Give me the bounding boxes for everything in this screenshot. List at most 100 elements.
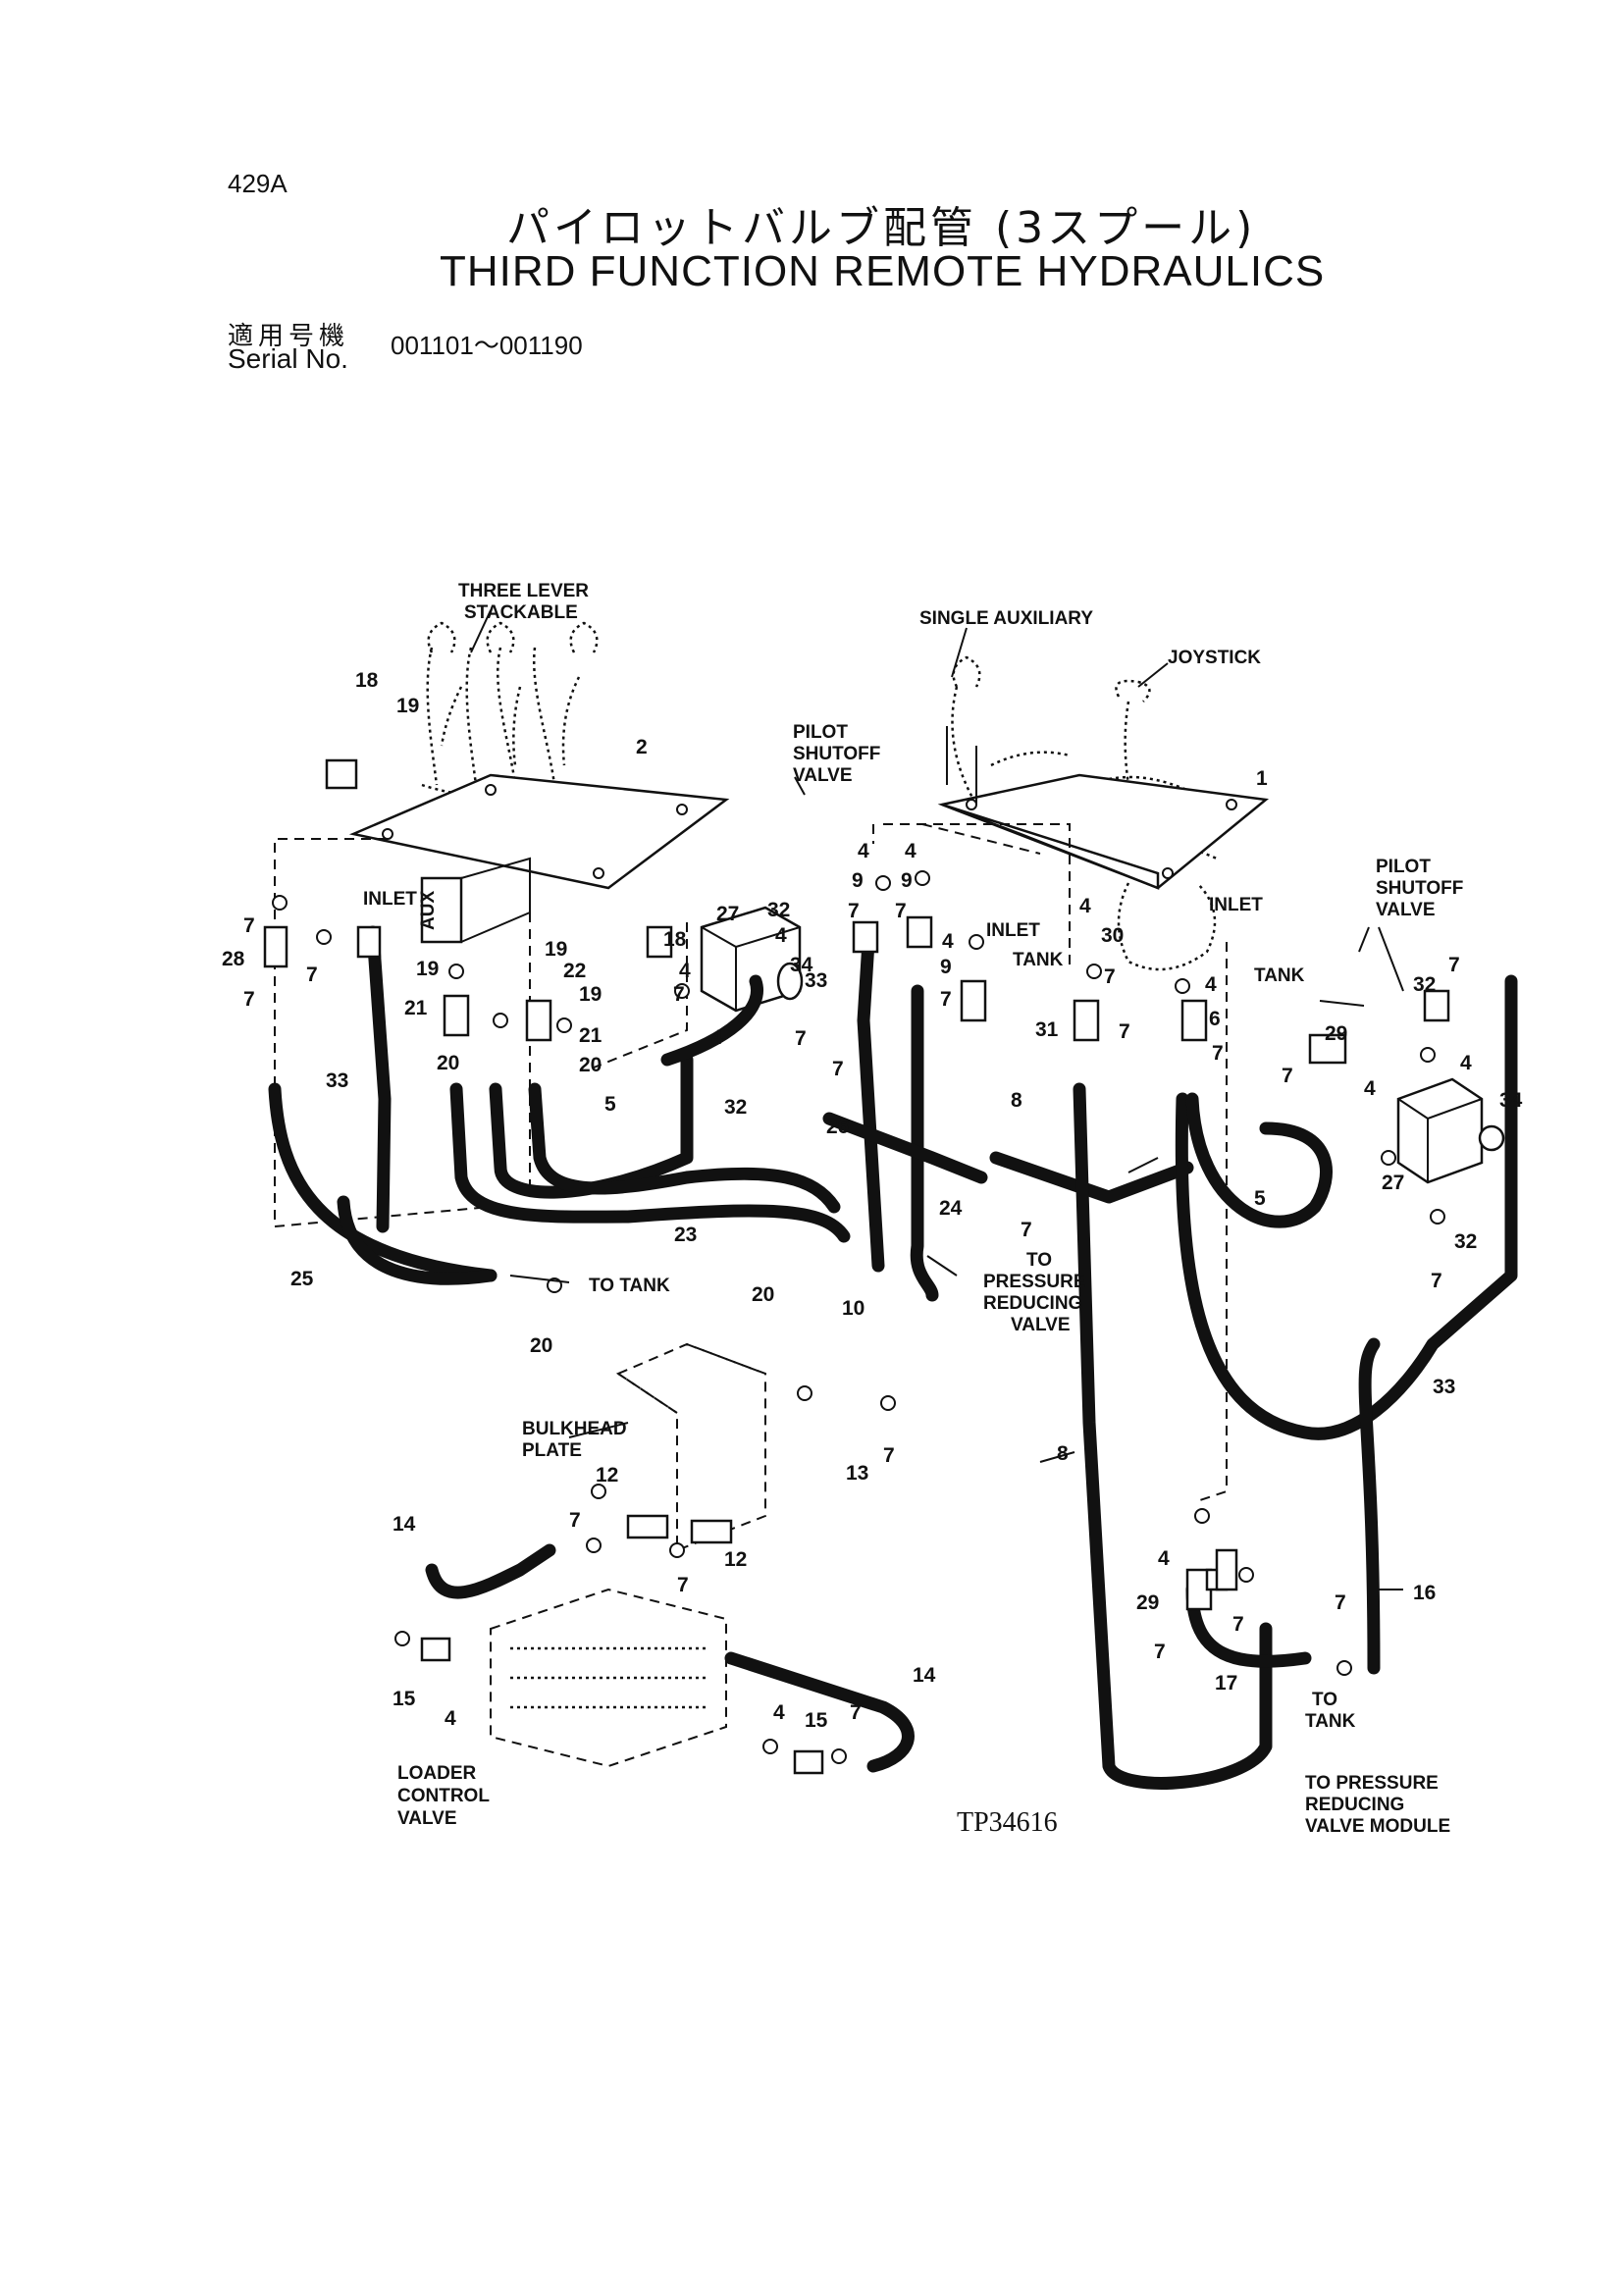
label-tank-center: TANK bbox=[1013, 950, 1064, 970]
part-number: 4 bbox=[773, 1701, 785, 1724]
part-number: 24 bbox=[939, 1197, 963, 1220]
part-number: 7 bbox=[832, 1058, 844, 1080]
title-japanese: パイロットバルブ配管 (3スプール) bbox=[506, 203, 1257, 253]
part-number: 7 bbox=[1335, 1591, 1346, 1614]
part-number: 4 bbox=[1205, 973, 1217, 996]
part-number: 9 bbox=[852, 869, 864, 892]
part-number: 10 bbox=[842, 1297, 864, 1320]
part-number: 7 bbox=[1104, 965, 1116, 988]
part-number: 19 bbox=[416, 958, 439, 980]
label-aux: AUX bbox=[418, 891, 439, 930]
part-number: 19 bbox=[579, 983, 602, 1006]
part-number: 16 bbox=[1413, 1582, 1436, 1604]
part-number: 6 bbox=[1209, 1008, 1221, 1030]
label-stackable: STACKABLE bbox=[464, 602, 578, 623]
label-to-prvm-2: REDUCING bbox=[1305, 1795, 1404, 1815]
label-pilot-right-2: SHUTOFF bbox=[1376, 878, 1463, 899]
part-numbers: 18 19 2 7 28 7 7 19 21 19 22 19 21 20 20… bbox=[222, 669, 1523, 1732]
part-number: 4 bbox=[711, 1026, 723, 1049]
dashed-guide bbox=[274, 823, 1228, 1502]
label-pilot-left-3: VALVE bbox=[793, 765, 853, 786]
part-number: 33 bbox=[1433, 1376, 1455, 1398]
part-number: 7 bbox=[1232, 1613, 1244, 1636]
label-to-tank-b-1: TO bbox=[1312, 1690, 1337, 1710]
part-number: 14 bbox=[913, 1664, 936, 1687]
label-plate: PLATE bbox=[522, 1440, 582, 1461]
part-number: 4 bbox=[1158, 1547, 1170, 1570]
bulkhead-plate bbox=[615, 1342, 766, 1552]
part-number: 7 bbox=[306, 964, 318, 986]
part-number: 20 bbox=[752, 1283, 774, 1306]
serial-label-english: Serial No. bbox=[228, 343, 348, 374]
label-single-auxiliary: SINGLE AUXILIARY bbox=[919, 608, 1093, 629]
label-to-prvm-1: TO PRESSURE bbox=[1305, 1773, 1439, 1794]
part-number: 33 bbox=[805, 969, 827, 992]
part-number: 30 bbox=[1101, 924, 1124, 947]
part-number: 27 bbox=[1382, 1172, 1404, 1194]
part-number: 15 bbox=[805, 1709, 828, 1732]
part-number: 7 bbox=[243, 914, 255, 937]
part-number: 34 bbox=[1499, 1089, 1523, 1112]
part-number: 7 bbox=[883, 1444, 895, 1467]
part-number: 8 bbox=[1011, 1089, 1022, 1112]
part-number: 7 bbox=[243, 988, 255, 1011]
part-number: 4 bbox=[1364, 1077, 1376, 1100]
label-pilot-left-2: SHUTOFF bbox=[793, 744, 880, 764]
part-number: 20 bbox=[579, 1054, 602, 1076]
part-number: 26 bbox=[826, 1116, 849, 1138]
part-number: 14 bbox=[393, 1513, 416, 1536]
label-joystick: JOYSTICK bbox=[1168, 648, 1261, 668]
part-number: 4 bbox=[775, 924, 787, 947]
part-number: 19 bbox=[396, 695, 419, 717]
part-number: 5 bbox=[1254, 1187, 1266, 1210]
part-number: 21 bbox=[404, 997, 428, 1019]
part-number: 32 bbox=[1454, 1230, 1477, 1253]
pilot-shutoff-valve-left bbox=[700, 906, 804, 1013]
part-number: 7 bbox=[850, 1701, 862, 1724]
part-number: 4 bbox=[445, 1707, 456, 1730]
label-to-prv-4: VALVE bbox=[1011, 1315, 1071, 1335]
label-tank-right: TANK bbox=[1254, 965, 1305, 986]
part-number: 7 bbox=[1448, 954, 1460, 976]
part-number: 1 bbox=[1256, 767, 1268, 790]
part-number: 20 bbox=[530, 1334, 552, 1357]
part-number: 12 bbox=[596, 1464, 618, 1486]
label-inlet-right: INLET bbox=[1209, 895, 1263, 915]
part-number: 32 bbox=[1413, 973, 1436, 996]
part-number: 34 bbox=[790, 954, 813, 976]
part-number: 20 bbox=[437, 1052, 459, 1074]
part-number: 7 bbox=[1021, 1219, 1032, 1241]
pilot-shutoff-valve-right bbox=[1396, 1077, 1505, 1184]
part-number: 29 bbox=[1136, 1591, 1159, 1614]
three-lever-assembly bbox=[348, 621, 730, 944]
label-pilot-left-1: PILOT bbox=[793, 722, 848, 743]
label-to-tank-b-2: TANK bbox=[1305, 1711, 1356, 1732]
part-number: 32 bbox=[767, 899, 790, 921]
part-number: 9 bbox=[940, 956, 952, 978]
label-loader: LOADER bbox=[397, 1763, 477, 1784]
part-number: 29 bbox=[1325, 1022, 1347, 1045]
serial-label-japanese: 適用号機 bbox=[228, 322, 350, 351]
label-three-lever: THREE LEVER bbox=[458, 581, 589, 601]
joystick-assembly bbox=[937, 655, 1270, 971]
part-number: 7 bbox=[795, 1027, 807, 1050]
drawing-code: TP34616 bbox=[957, 1807, 1058, 1838]
label-to-prv-3: REDUCING bbox=[983, 1293, 1082, 1314]
part-number: 12 bbox=[724, 1548, 747, 1571]
fittings bbox=[263, 758, 1450, 1775]
hoses bbox=[268, 925, 1518, 1790]
part-number: 25 bbox=[290, 1268, 314, 1290]
part-number: 13 bbox=[846, 1462, 868, 1485]
part-number: 18 bbox=[355, 669, 379, 692]
label-to-tank: TO TANK bbox=[589, 1276, 670, 1296]
part-number: 8 bbox=[1057, 1442, 1069, 1465]
part-number: 7 bbox=[1282, 1065, 1293, 1087]
part-number: 15 bbox=[393, 1688, 416, 1710]
serial-range: 001101～001190 bbox=[391, 331, 583, 360]
part-number: 31 bbox=[1035, 1018, 1059, 1041]
title-english: THIRD FUNCTION REMOTE HYDRAULICS bbox=[440, 247, 1326, 295]
part-number: 7 bbox=[569, 1509, 581, 1532]
label-bulkhead: BULKHEAD bbox=[522, 1419, 627, 1439]
part-number: 33 bbox=[326, 1069, 348, 1092]
